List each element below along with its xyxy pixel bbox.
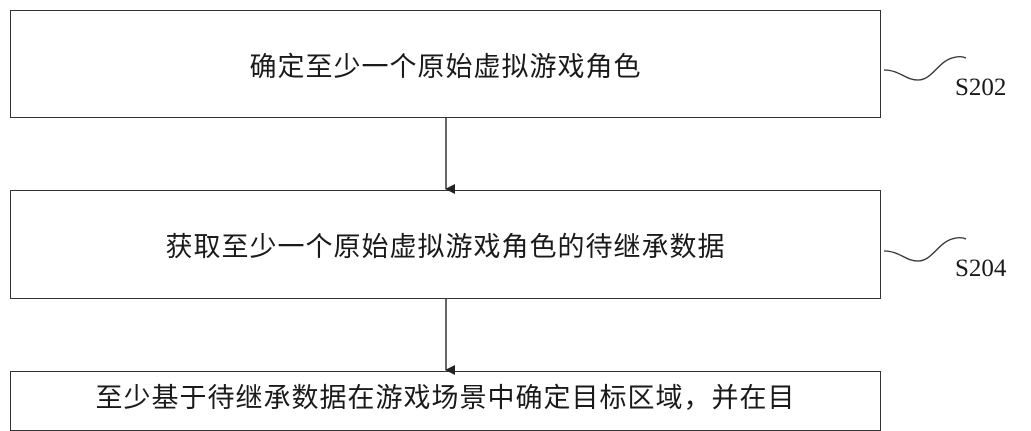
- step-box-s202: 确定至少一个原始虚拟游戏角色: [10, 10, 881, 118]
- label-leader-s202: [883, 55, 967, 81]
- step-label-s202: S202: [955, 74, 1007, 101]
- step-text-s202: 确定至少一个原始虚拟游戏角色: [249, 51, 642, 83]
- flow-connectors: [445, 55, 967, 375]
- step-label-s204: S204: [955, 255, 1007, 282]
- label-leader-s204: [883, 236, 967, 262]
- step-box-s204: 获取至少一个原始虚拟游戏角色的待继承数据: [10, 190, 881, 299]
- step-text-s204: 获取至少一个原始虚拟游戏角色的待继承数据: [165, 232, 726, 263]
